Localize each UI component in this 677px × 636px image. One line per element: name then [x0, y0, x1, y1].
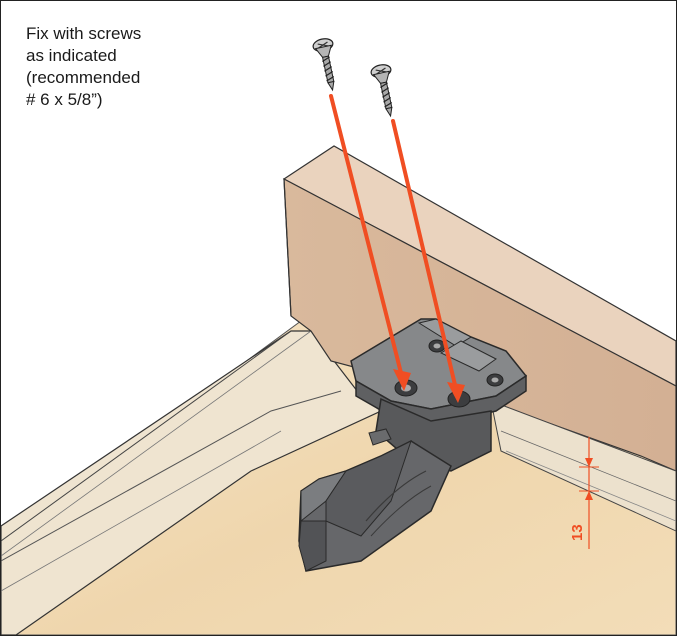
arrow-icon — [329, 94, 411, 391]
instruction-line: (recommended — [26, 68, 141, 87]
dimension-marker: 13 — [569, 437, 599, 549]
instruction-line: Fix with screws — [26, 24, 142, 43]
drawer-bracket — [298, 318, 528, 572]
screw-icon — [312, 38, 335, 92]
right-side-rail — [490, 400, 676, 532]
arrow-icon — [391, 119, 465, 403]
screw-icon — [370, 64, 393, 118]
dimension-label: 13 — [569, 524, 586, 541]
instruction-line: as indicated — [26, 46, 117, 65]
instruction-line: # 6 x 5/8”) — [26, 90, 103, 109]
instruction-text: Fix with screws as indicated (recommende… — [26, 23, 196, 111]
